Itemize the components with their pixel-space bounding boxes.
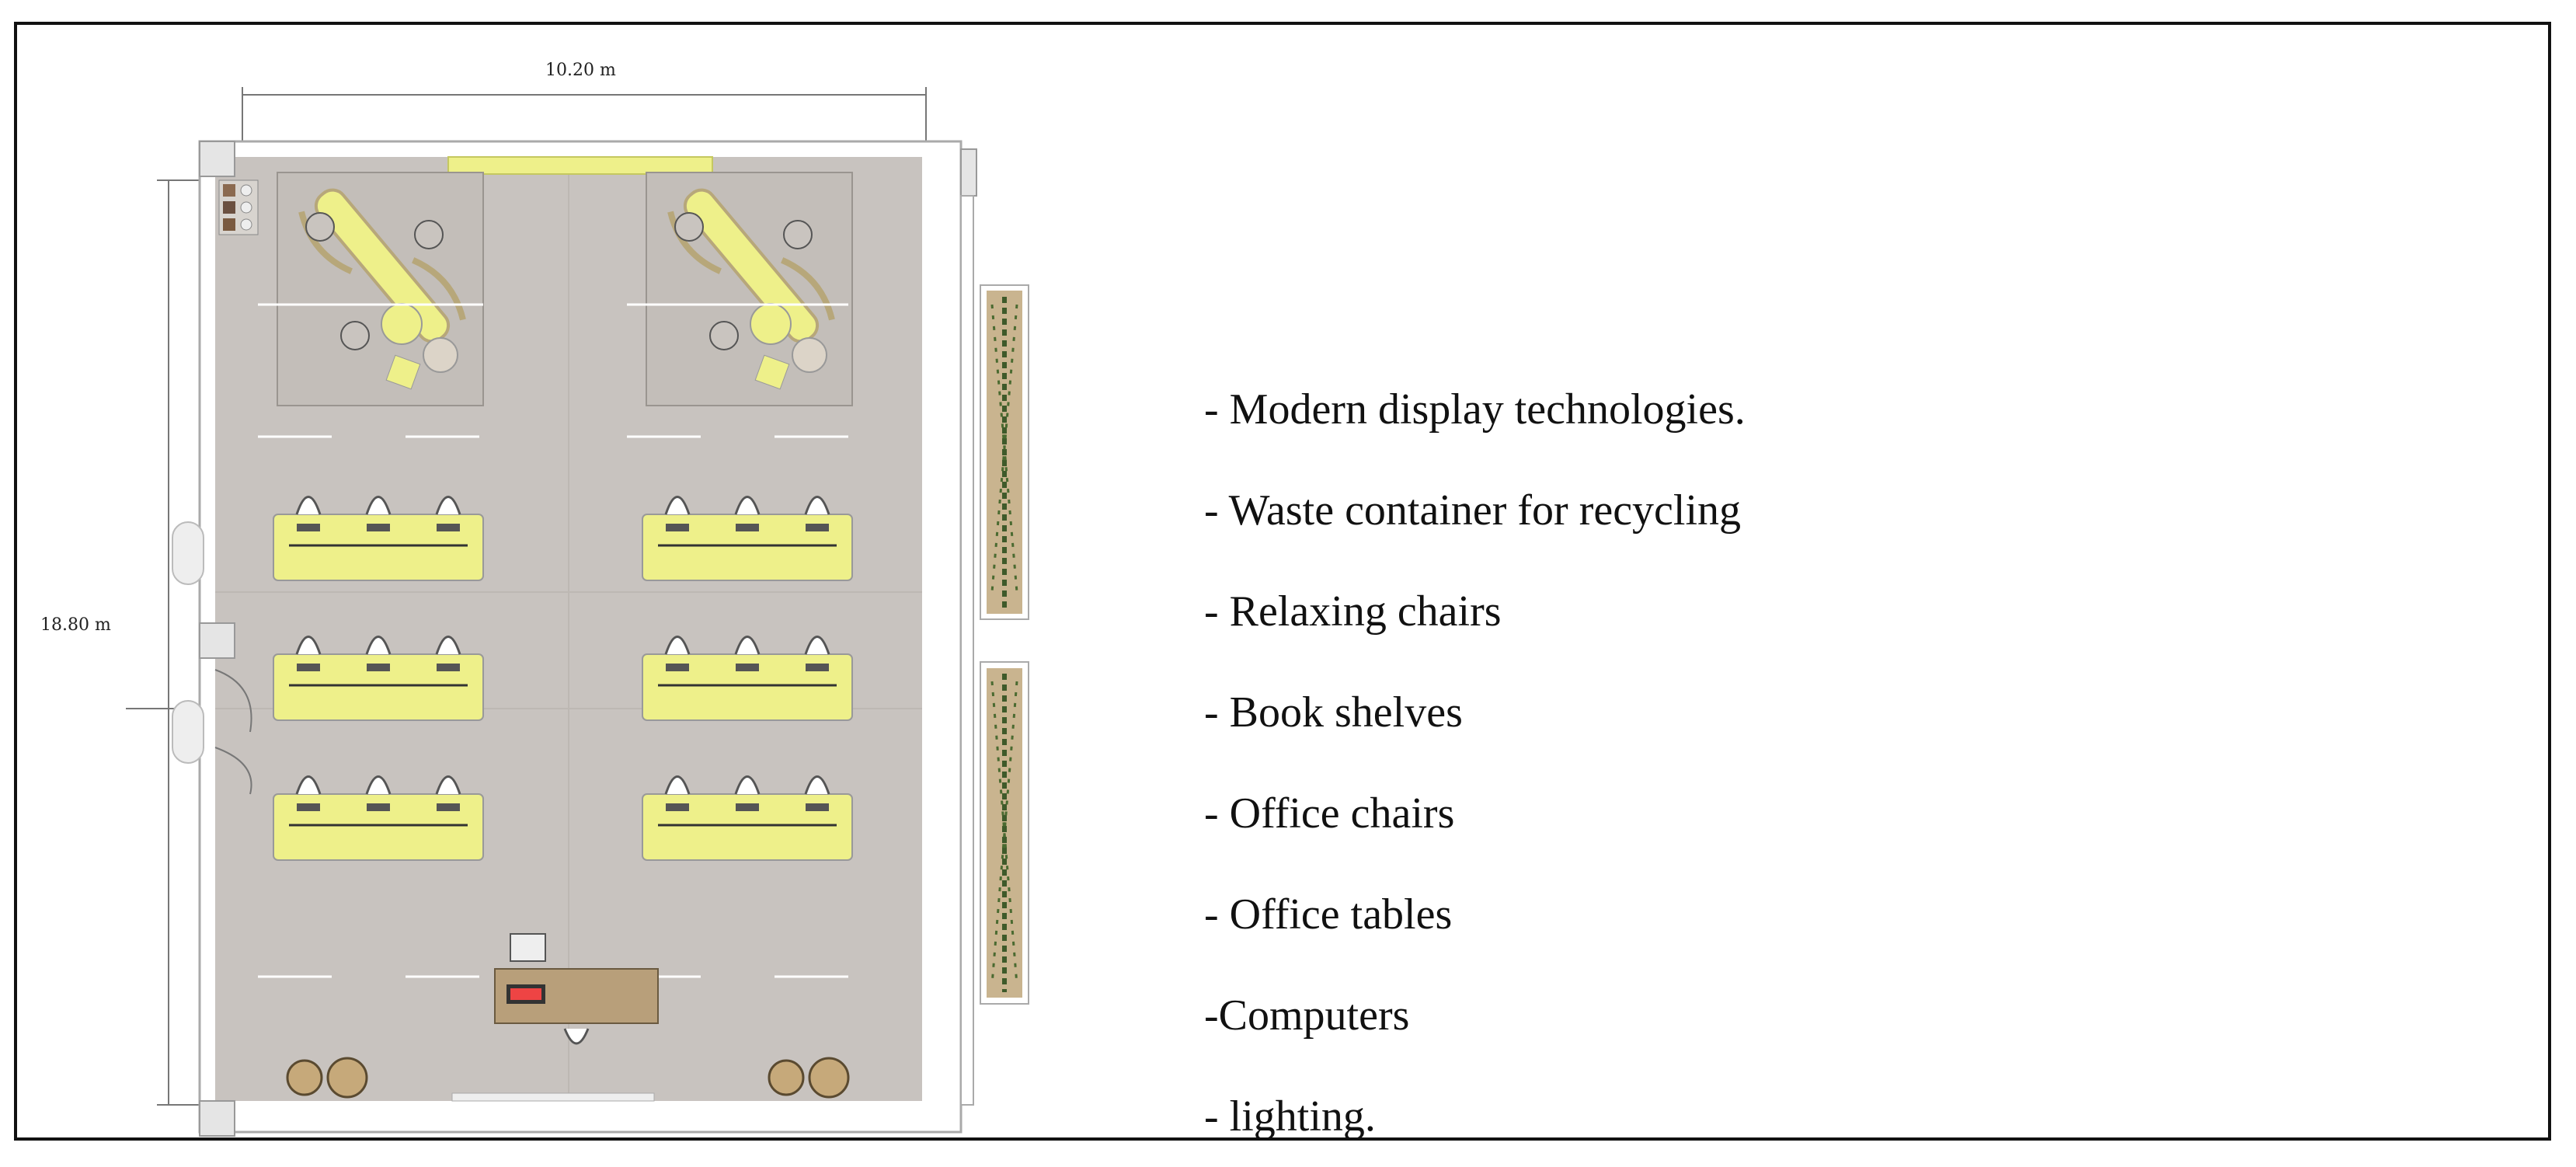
feature-item: - Modern display technologies. <box>1204 385 1746 434</box>
desk-row-3-left <box>273 775 484 861</box>
feature-item: - Office tables <box>1204 890 1453 939</box>
planter-bottom <box>980 661 1029 1005</box>
lounge-zone-right <box>627 172 853 406</box>
feature-item: - lighting. <box>1204 1092 1376 1141</box>
desk-row-2-left <box>273 636 484 721</box>
lounge-zone-left <box>258 172 484 406</box>
slide-frame: 10.20 m 18.80 m <box>14 22 2551 1141</box>
display-screen <box>447 156 713 175</box>
feature-item: -Computers <box>1204 991 1410 1040</box>
floor-plan-drawing <box>126 87 1029 1137</box>
feature-item: - Relaxing chairs <box>1204 587 1502 636</box>
feature-item: - Book shelves <box>1204 688 1463 737</box>
feature-list: - Modern display technologies. - Waste c… <box>1204 359 1746 1167</box>
legend-panel <box>218 179 259 235</box>
feature-item: - Office chairs <box>1204 789 1455 838</box>
height-dimension-label: 18.80 m <box>40 615 111 635</box>
feature-item: - Waste container for recycling <box>1204 486 1742 535</box>
floor-plan: 10.20 m 18.80 m <box>40 48 1058 1151</box>
planter-top <box>980 284 1029 620</box>
desk-row-2-right <box>642 636 853 721</box>
desk-row-1-left <box>273 496 484 581</box>
recycling-bins <box>286 1057 850 1099</box>
width-dimension-label: 10.20 m <box>545 61 616 80</box>
desk-row-3-right <box>642 775 853 861</box>
instructor-desk <box>494 933 659 1045</box>
desk-row-1-right <box>642 496 853 581</box>
